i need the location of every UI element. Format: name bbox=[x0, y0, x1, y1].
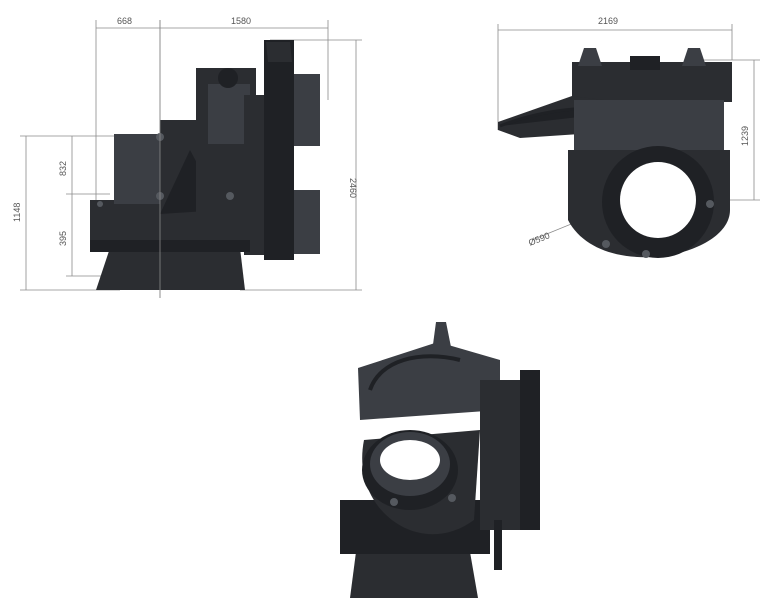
isometric-view bbox=[340, 322, 540, 598]
front-view-dimension-lines bbox=[497, 24, 760, 241]
front-view-bore bbox=[620, 162, 696, 238]
dim-label-bore-diameter: Ø590 bbox=[527, 230, 551, 248]
dim-label-2460: 2460 bbox=[348, 178, 358, 198]
dim-label-668: 668 bbox=[117, 16, 132, 26]
side-view-machine bbox=[90, 40, 320, 290]
dim-label-1148: 1148 bbox=[12, 203, 22, 222]
dim-label-1239: 1239 bbox=[740, 126, 750, 146]
side-view: 668 1580 2460 1148 832 395 bbox=[12, 16, 362, 298]
front-view: 2169 1239 Ø590 bbox=[497, 16, 760, 258]
dim-label-1580: 1580 bbox=[231, 16, 251, 26]
dim-label-832: 832 bbox=[58, 161, 68, 176]
dim-label-2169: 2169 bbox=[598, 16, 618, 26]
front-view-machine bbox=[498, 48, 732, 258]
iso-view-bore bbox=[380, 440, 440, 480]
dim-label-395: 395 bbox=[58, 231, 68, 246]
